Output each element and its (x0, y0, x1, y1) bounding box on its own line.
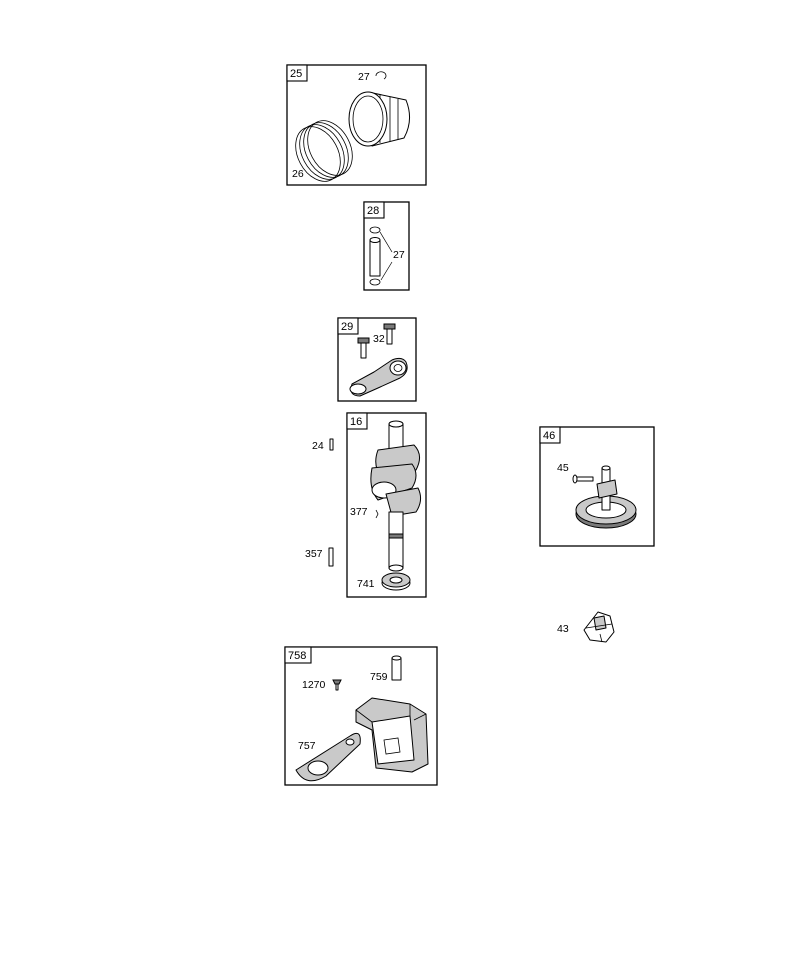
connecting-rod-group: 29 32 (337, 317, 417, 402)
pin-clip-bottom (369, 278, 381, 286)
label-27-pin: 27 (393, 249, 405, 261)
rod-bolt-left (357, 337, 370, 359)
governor-group: 43 (557, 611, 615, 643)
label-43: 43 (557, 623, 569, 635)
piston-pin (369, 237, 381, 277)
tube-759 (391, 655, 402, 681)
piston (348, 91, 410, 147)
label-32: 32 (373, 333, 385, 345)
label-377: 377 (350, 506, 368, 518)
label-24: 24 (312, 440, 324, 452)
piston-pin-group: 28 27 (363, 201, 410, 291)
label-757: 757 (298, 740, 316, 752)
screw-1270 (332, 679, 342, 691)
camshaft-tag: 46 (543, 430, 555, 442)
label-27-piston: 27 (358, 71, 370, 83)
gasket-757 (295, 732, 361, 782)
piston-assembly-tag: 25 (290, 68, 302, 80)
label-357: 357 (305, 548, 323, 560)
cam-pin-45 (572, 474, 594, 484)
governor-assembly (583, 611, 615, 643)
label-759: 759 (370, 671, 388, 683)
piston-rings (295, 120, 353, 182)
pin-357 (328, 547, 334, 567)
connecting-rod-tag: 29 (341, 321, 353, 333)
label-26: 26 (292, 168, 304, 180)
support-bracket (355, 697, 429, 773)
label-1270: 1270 (302, 679, 326, 691)
woodruff-key (375, 509, 379, 519)
crank-gear (381, 572, 411, 591)
sump-kit-tag: 758 (288, 650, 306, 662)
camshaft-group: 46 45 (539, 426, 655, 547)
piston-assembly-group: 25 27 26 (286, 64, 427, 186)
pin-clip-top (369, 226, 381, 234)
camshaft (596, 465, 618, 511)
crankshaft-tag: 16 (350, 416, 362, 428)
piston-clip (375, 71, 387, 80)
label-741: 741 (357, 578, 375, 590)
rod-bolt-right (383, 323, 396, 345)
connecting-rod (349, 357, 408, 397)
label-45: 45 (557, 462, 569, 474)
crankshaft (370, 420, 422, 572)
piston-pin-tag: 28 (367, 205, 379, 217)
key-24 (329, 438, 334, 451)
sump-kit-group: 758 1270 759 757 (284, 646, 438, 786)
crankshaft-group: 16 377 741 (346, 412, 427, 598)
